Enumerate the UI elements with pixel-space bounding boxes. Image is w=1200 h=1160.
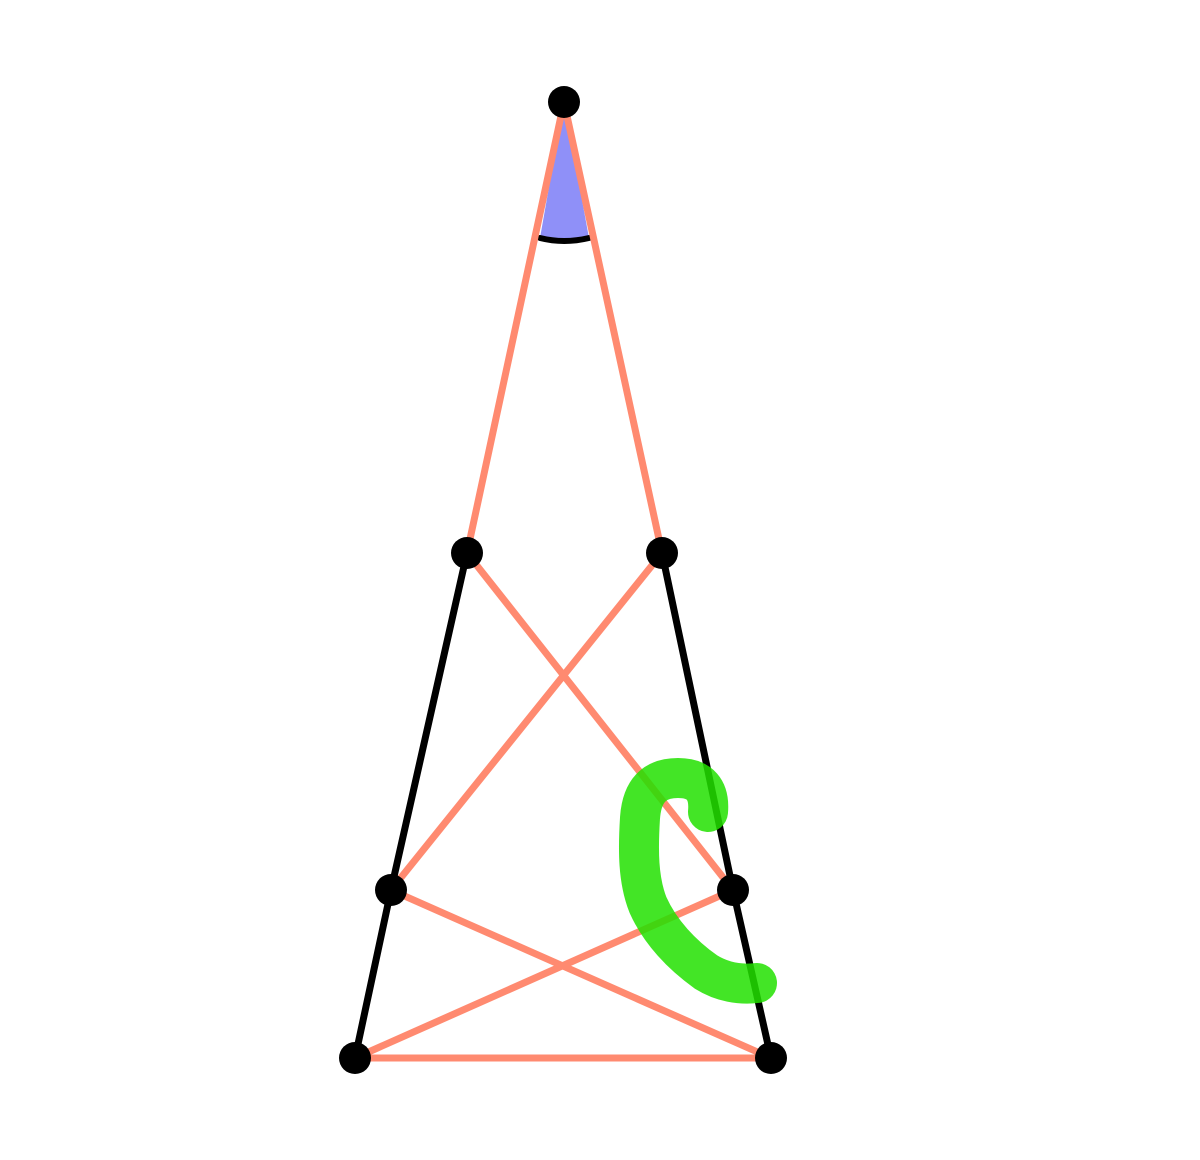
vertex-apex <box>548 86 580 118</box>
vertex-mid-left <box>375 874 407 906</box>
vertex-base-right <box>755 1042 787 1074</box>
segment-apex-upper-right <box>560 98 666 557</box>
vertex-base-left <box>339 1042 371 1074</box>
apex-angle-fill <box>540 102 589 241</box>
segment-upper-right-mid-left <box>387 549 666 894</box>
vertices <box>339 86 787 1074</box>
vertex-upper-right <box>646 537 678 569</box>
vertex-upper-left <box>451 537 483 569</box>
segment-mid-left-base-right <box>387 886 775 1062</box>
green-c-scribble-mark <box>618 758 777 1004</box>
vertex-mid-right <box>717 874 749 906</box>
segment-apex-upper-left <box>463 98 568 557</box>
segment-upper-left-mid-right <box>463 549 737 894</box>
salmon-segments <box>351 98 775 1062</box>
apex-angle-arc <box>537 235 592 244</box>
segment-upper-right-mid-right <box>658 549 737 894</box>
segment-mid-left-base-left <box>351 886 395 1062</box>
segment-upper-left-mid-left <box>387 549 471 894</box>
black-segments <box>351 549 775 1062</box>
